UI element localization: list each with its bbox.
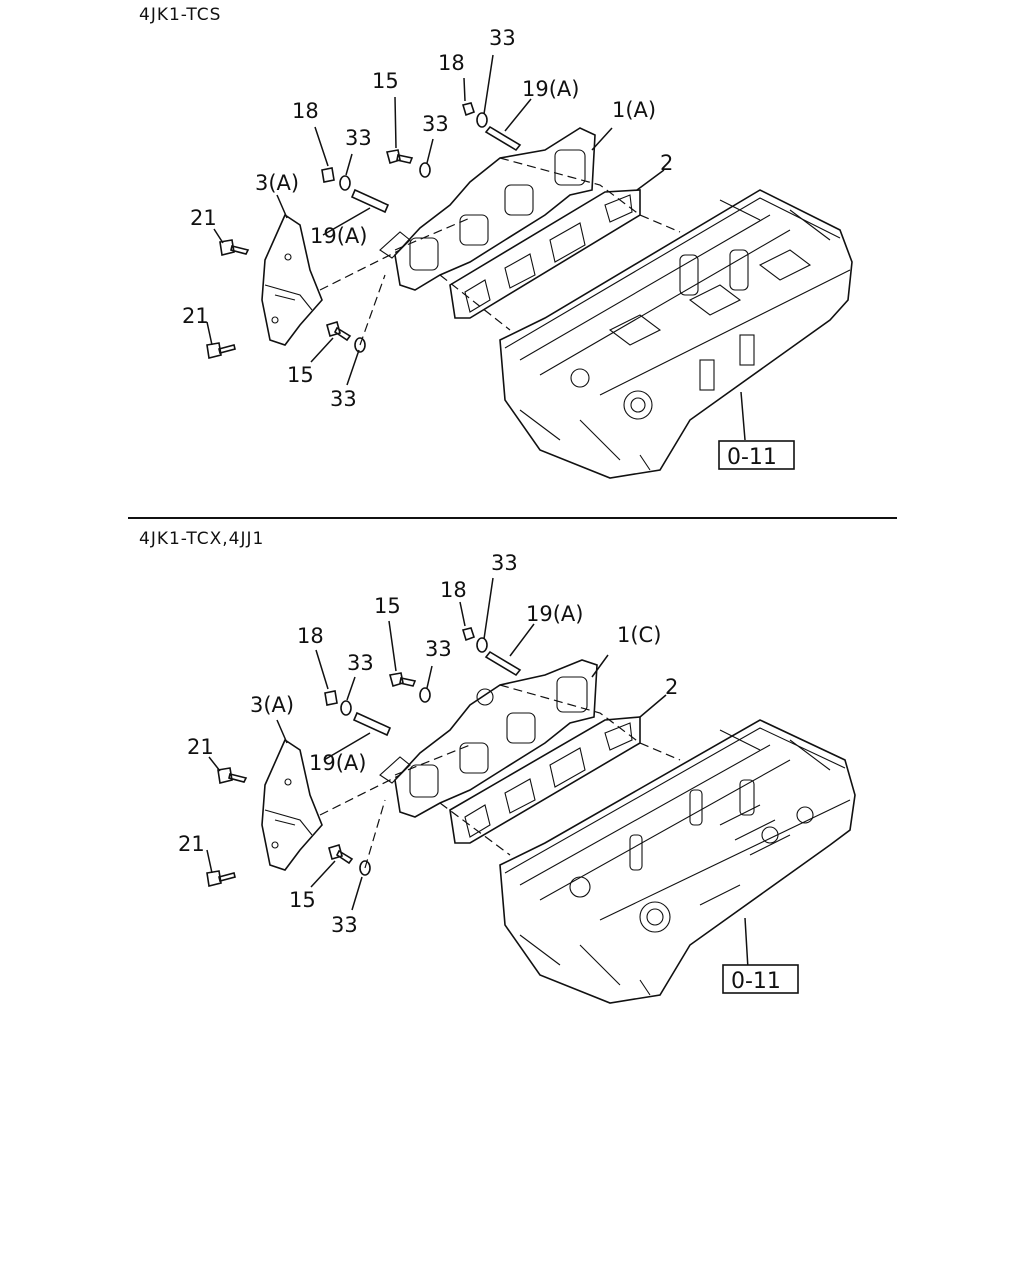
callout-15: 15 bbox=[372, 69, 399, 93]
callout-1a: 1(A) bbox=[612, 98, 656, 122]
section-title-bottom: 4JK1-TCX,4JJ1 bbox=[139, 529, 265, 549]
exhaust-manifold-diagram-bottom: 33 18 19(A) 15 1(C) 18 33 33 2 3(A) 21 1… bbox=[178, 551, 856, 1004]
fasteners-bottom bbox=[206, 627, 522, 887]
callout-18: 18 bbox=[438, 51, 465, 75]
callout-2: 2 bbox=[665, 675, 678, 699]
callout-18: 18 bbox=[297, 624, 324, 648]
leader-lines-bottom bbox=[206, 577, 749, 970]
callout-21: 21 bbox=[190, 206, 217, 230]
callout-21: 21 bbox=[178, 832, 205, 856]
callout-33: 33 bbox=[347, 651, 374, 675]
callout-3a: 3(A) bbox=[255, 171, 299, 195]
exhaust-manifold-bottom bbox=[379, 659, 598, 818]
callout-33: 33 bbox=[331, 913, 358, 937]
callout-19a: 19(A) bbox=[522, 77, 579, 101]
callout-18: 18 bbox=[292, 99, 319, 123]
callout-33: 33 bbox=[425, 637, 452, 661]
callout-19a: 19(A) bbox=[309, 751, 366, 775]
callout-1c: 1(C) bbox=[617, 623, 661, 647]
callout-33: 33 bbox=[491, 551, 518, 575]
callout-2: 2 bbox=[660, 151, 673, 175]
leader-lines-top bbox=[206, 54, 746, 441]
heat-shield-bottom bbox=[261, 738, 323, 871]
callout-33: 33 bbox=[489, 26, 516, 50]
fasteners-top bbox=[206, 102, 522, 359]
reference-box-bottom[interactable]: 0-11 bbox=[722, 964, 799, 994]
callout-15: 15 bbox=[289, 888, 316, 912]
manifold-gasket-top bbox=[449, 189, 641, 319]
callout-18: 18 bbox=[440, 578, 467, 602]
section-title-top: 4JK1-TCS bbox=[139, 5, 222, 25]
exhaust-manifold-diagram-top: 33 18 19(A) 15 1(A) 18 33 33 2 3(A) 21 1… bbox=[182, 26, 853, 479]
callout-15: 15 bbox=[287, 363, 314, 387]
callout-3a: 3(A) bbox=[250, 693, 294, 717]
callout-15: 15 bbox=[374, 594, 401, 618]
heat-shield-top bbox=[261, 213, 323, 346]
cylinder-head-top bbox=[499, 189, 853, 479]
section-divider bbox=[128, 517, 897, 519]
reference-box-top[interactable]: 0-11 bbox=[718, 440, 795, 470]
callout-33: 33 bbox=[422, 112, 449, 136]
reference-label: 0-11 bbox=[731, 969, 781, 994]
callout-19a: 19(A) bbox=[526, 602, 583, 626]
callout-21: 21 bbox=[187, 735, 214, 759]
reference-label: 0-11 bbox=[727, 445, 777, 470]
callout-33: 33 bbox=[345, 126, 372, 150]
manifold-gasket-bottom bbox=[449, 716, 641, 844]
callout-21: 21 bbox=[182, 304, 209, 328]
cylinder-head-bottom bbox=[499, 719, 856, 1004]
callout-33: 33 bbox=[330, 387, 357, 411]
callout-19a: 19(A) bbox=[310, 224, 367, 248]
